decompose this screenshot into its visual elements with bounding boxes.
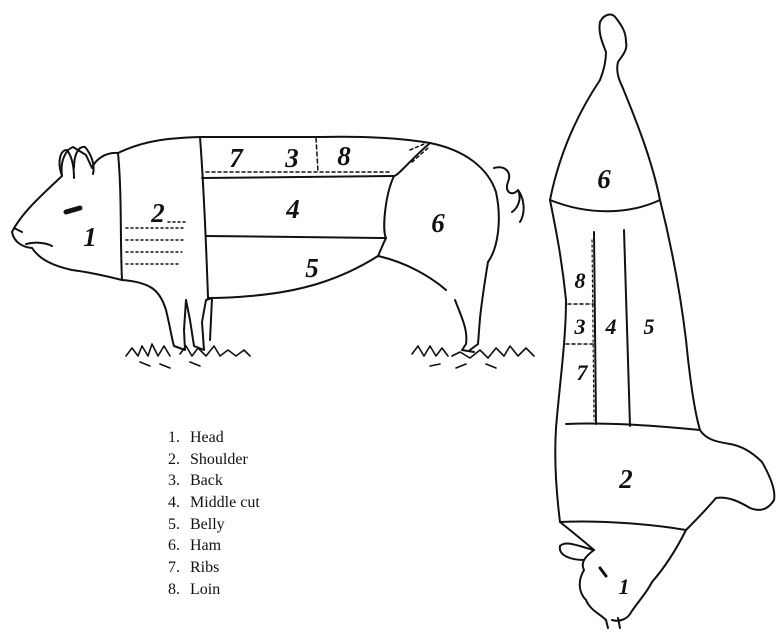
legend-number: 7. [168, 557, 190, 579]
side-view-pig [12, 137, 534, 368]
side-label-ham: 6 [431, 208, 445, 238]
legend-number: 2. [168, 449, 190, 471]
carcass-cut-shoulder [566, 423, 700, 430]
legend-label: Head [190, 429, 224, 446]
carcass-label-middle-cut: 4 [605, 314, 617, 339]
carcass-cut-inner-right [624, 230, 630, 426]
pig-back-outline [118, 137, 430, 153]
cut-line-back-dotted [316, 138, 318, 172]
carcass-eye [600, 568, 606, 576]
legend-number: 1. [168, 427, 190, 449]
carcass-left-side [550, 200, 566, 428]
legend-item: 6.Ham [168, 535, 260, 557]
legend-label: Middle cut [190, 494, 260, 511]
grass-front [126, 344, 250, 368]
legend-number: 6. [168, 535, 190, 557]
carcass-shoulder-outline [555, 428, 774, 530]
pig-front-leg-inner [186, 298, 212, 350]
cuts-legend: 1.Head 2.Shoulder 3.Back 4.Middle cut 5.… [168, 427, 260, 601]
side-label-ribs: 7 [229, 143, 244, 173]
legend-number: 4. [168, 492, 190, 514]
carcass-label-ham: 6 [597, 164, 611, 194]
carcass-hock [599, 15, 626, 86]
legend-number: 3. [168, 470, 190, 492]
carcass-head-outline [560, 522, 686, 621]
pig-rump-outline [430, 143, 499, 262]
carcass-label-back: 3 [574, 314, 586, 339]
cut-line-ham [378, 143, 430, 256]
legend-label: Ribs [190, 559, 219, 576]
side-label-belly: 5 [305, 253, 319, 283]
pig-ear-back [74, 147, 94, 174]
legend-item: 5.Belly [168, 514, 260, 536]
legend-item: 4.Middle cut [168, 492, 260, 514]
legend-item: 3.Back [168, 470, 260, 492]
carcass-label-belly: 5 [644, 314, 655, 339]
pig-hind-leg [378, 256, 488, 352]
grass-rear [412, 346, 534, 368]
carcass-label-loin: 8 [575, 268, 586, 293]
legend-label: Belly [190, 516, 225, 533]
legend-label: Back [190, 472, 223, 489]
legend-label: Shoulder [190, 451, 248, 468]
carcass-right-side [660, 200, 700, 430]
carcass-label-ribs: 7 [577, 360, 589, 385]
side-label-head: 1 [83, 222, 97, 252]
carcass-cut-head [560, 521, 686, 530]
legend-label: Ham [190, 537, 221, 554]
side-label-middle-cut: 4 [285, 194, 300, 224]
cut-line-shoulder-rear [200, 137, 208, 298]
cut-line-head-shoulder [118, 153, 122, 280]
side-label-shoulder: 2 [150, 198, 165, 228]
carcass-cut-ham [550, 200, 660, 211]
carcass-labels: 6 8 3 7 4 5 2 1 [574, 164, 655, 599]
legend-item: 8.Loin [168, 579, 260, 601]
legend-number: 5. [168, 514, 190, 536]
legend-number: 8. [168, 579, 190, 601]
pig-belly-outline [208, 256, 378, 298]
legend-item: 1.Head [168, 427, 260, 449]
cut-line-middle-belly [206, 236, 386, 238]
pig-front-leg-outer [122, 280, 186, 350]
legend-item: 2.Shoulder [168, 449, 260, 471]
carcass-label-shoulder: 2 [618, 464, 633, 494]
side-label-back: 3 [284, 143, 299, 173]
cut-line-upper [202, 176, 394, 178]
shoulder-dotted-texture [126, 222, 186, 264]
legend-label: Loin [190, 581, 220, 598]
side-view-labels: 1 2 7 3 8 4 5 6 [83, 141, 445, 283]
carcass-label-head: 1 [619, 574, 630, 599]
legend-item: 7.Ribs [168, 557, 260, 579]
side-label-loin: 8 [337, 141, 351, 171]
pig-eye [66, 208, 80, 212]
